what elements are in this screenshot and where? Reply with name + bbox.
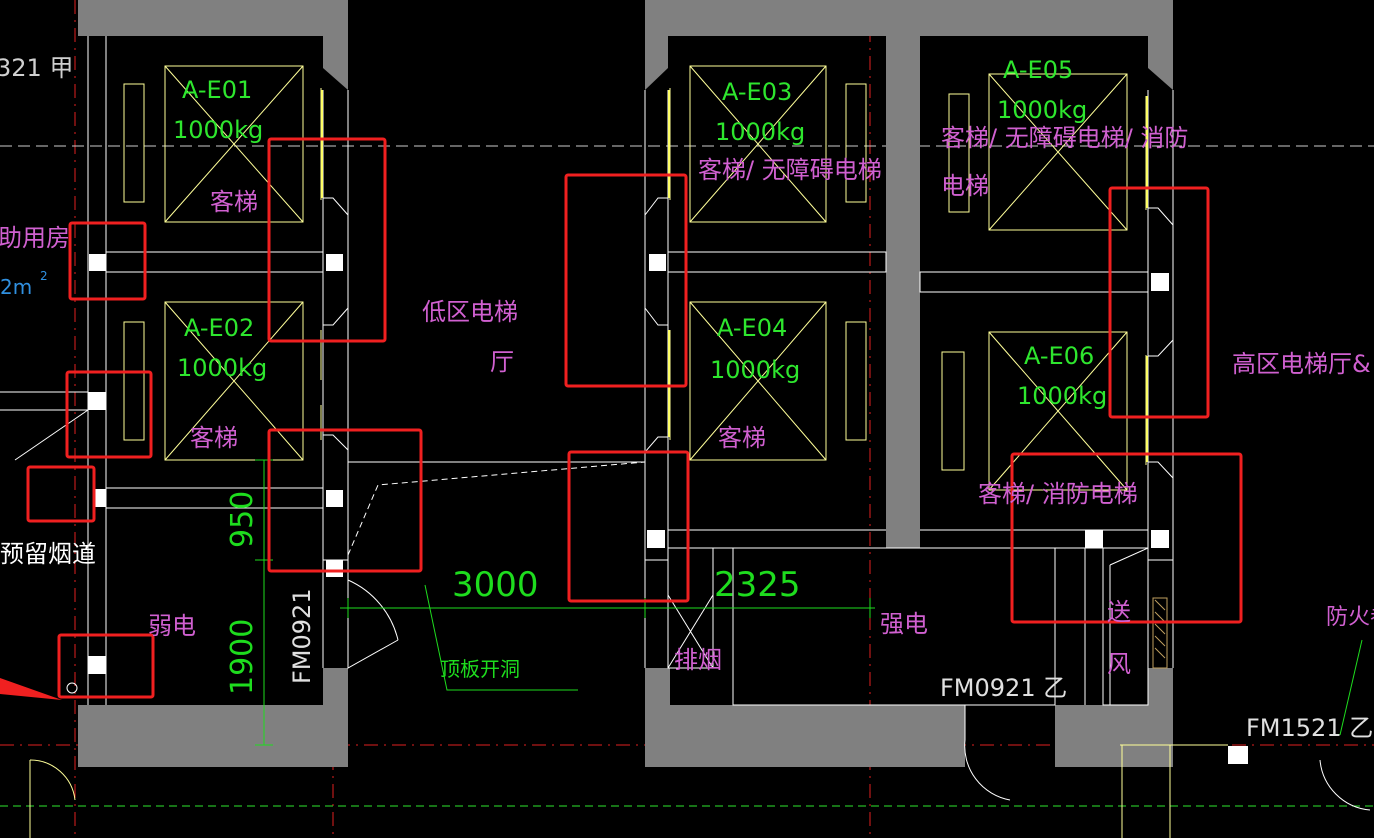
fire-shutter-label: 防火卷 [1326, 605, 1374, 630]
elevator-labels: A-E01 1000kg A-E02 1000kg A-E03 1000kg A… [173, 56, 1107, 410]
elevator-id-e02: A-E02 [184, 314, 254, 342]
white-markers [88, 254, 1248, 764]
equipment-room-label: 助用房 [0, 224, 70, 252]
wall-stub-mid [645, 668, 670, 708]
air-supply-label-1: 送 [1107, 598, 1131, 626]
elevator-id-e04: A-E04 [717, 314, 787, 342]
low-lobby-label-2: 厅 [490, 348, 514, 376]
smoke-exhaust-label: 排烟 [674, 646, 722, 674]
top-left-label: 321 甲 [0, 54, 73, 82]
wall-column-left [323, 36, 348, 90]
highlight-box-2 [68, 221, 147, 301]
reserved-flue-label: 预留烟道 [0, 540, 96, 568]
elevator-use-e03: 客梯/ 无障碍电梯 [698, 156, 882, 184]
wall-stub-left [323, 668, 348, 708]
misc-labels: 预留烟道 321 甲 2m 2 FM0921 乙 FM1521 乙 FM0921 [0, 54, 1373, 742]
highlight-box-6 [57, 633, 155, 699]
low-lobby-label-1: 低区电梯 [422, 298, 518, 326]
wall-bottom-right [1055, 705, 1173, 767]
wall-top-right [645, 0, 1173, 36]
dimension-3000: 3000 [452, 565, 539, 605]
dimension-2325: 2325 [714, 565, 801, 605]
highlight-box-4 [26, 465, 96, 523]
elevator-use-e05-line1: 客梯/ 无障碍电梯/ 消防 [941, 124, 1188, 152]
wall-bottom-mid [645, 705, 965, 767]
highlight-box-7 [564, 173, 688, 388]
elevator-load-e05: 1000kg [997, 96, 1087, 124]
elevator-use-e04: 客梯 [718, 424, 766, 452]
highlight-box-1 [267, 137, 387, 343]
detail-lines [0, 391, 1371, 838]
wall-column-mid [645, 36, 668, 90]
air-supply-label-2: 风 [1107, 650, 1131, 678]
door-fm1521: FM1521 乙 [1246, 714, 1373, 742]
dimension-950: 950 [225, 491, 260, 548]
highlight-boxes [26, 137, 1243, 699]
area-exp-label: 2 [40, 269, 48, 283]
elevator-id-e05: A-E05 [1003, 56, 1073, 84]
room-labels: 客梯 客梯 客梯/ 无障碍电梯 客梯 客梯/ 无障碍电梯/ 消防 电梯 客梯/ … [0, 124, 1374, 681]
elevator-use-e02: 客梯 [190, 424, 238, 452]
highlight-box-8 [567, 450, 690, 603]
walls [78, 0, 1173, 767]
highlight-box-3 [65, 370, 153, 459]
elevator-load-e06: 1000kg [1017, 382, 1107, 410]
highlight-box-10 [1010, 452, 1243, 624]
elevator-use-e01: 客梯 [210, 188, 258, 216]
elevator-id-e06: A-E06 [1024, 342, 1094, 370]
highlight-box-9 [1108, 186, 1210, 419]
elevator-use-e05-line2: 电梯 [941, 172, 989, 200]
wall-bottom-left [78, 705, 348, 767]
roof-opening-label: 顶板开洞 [440, 657, 520, 681]
red-arrow-marker [0, 678, 62, 700]
door-fm0921-b: FM0921 乙 [940, 674, 1067, 702]
high-lobby-label: 高区电梯厅& [1232, 350, 1371, 378]
elevator-id-e01: A-E01 [182, 76, 252, 104]
area-unit-label: 2m [0, 275, 32, 299]
wall-column-right [1148, 36, 1173, 90]
door-fm0921-vertical: FM0921 [288, 588, 316, 684]
elevator-load-e04: 1000kg [710, 356, 800, 384]
weak-electric-label: 弱电 [148, 612, 196, 640]
dimension-labels: 3000 2325 950 1900 [225, 491, 801, 695]
dimension-1900: 1900 [225, 619, 260, 695]
elevator-id-e03: A-E03 [722, 78, 792, 106]
wall-partition-mid [886, 36, 920, 548]
strong-electric-label: 强电 [880, 610, 928, 638]
wall-top-left [78, 0, 348, 36]
elevator-use-e06: 客梯/ 消防电梯 [978, 480, 1138, 508]
highlight-box-5 [267, 428, 423, 573]
elevator-load-e03: 1000kg [715, 118, 805, 146]
wall-stub-right [1148, 668, 1173, 708]
elevator-load-e01: 1000kg [173, 116, 263, 144]
elevator-load-e02: 1000kg [177, 354, 267, 382]
